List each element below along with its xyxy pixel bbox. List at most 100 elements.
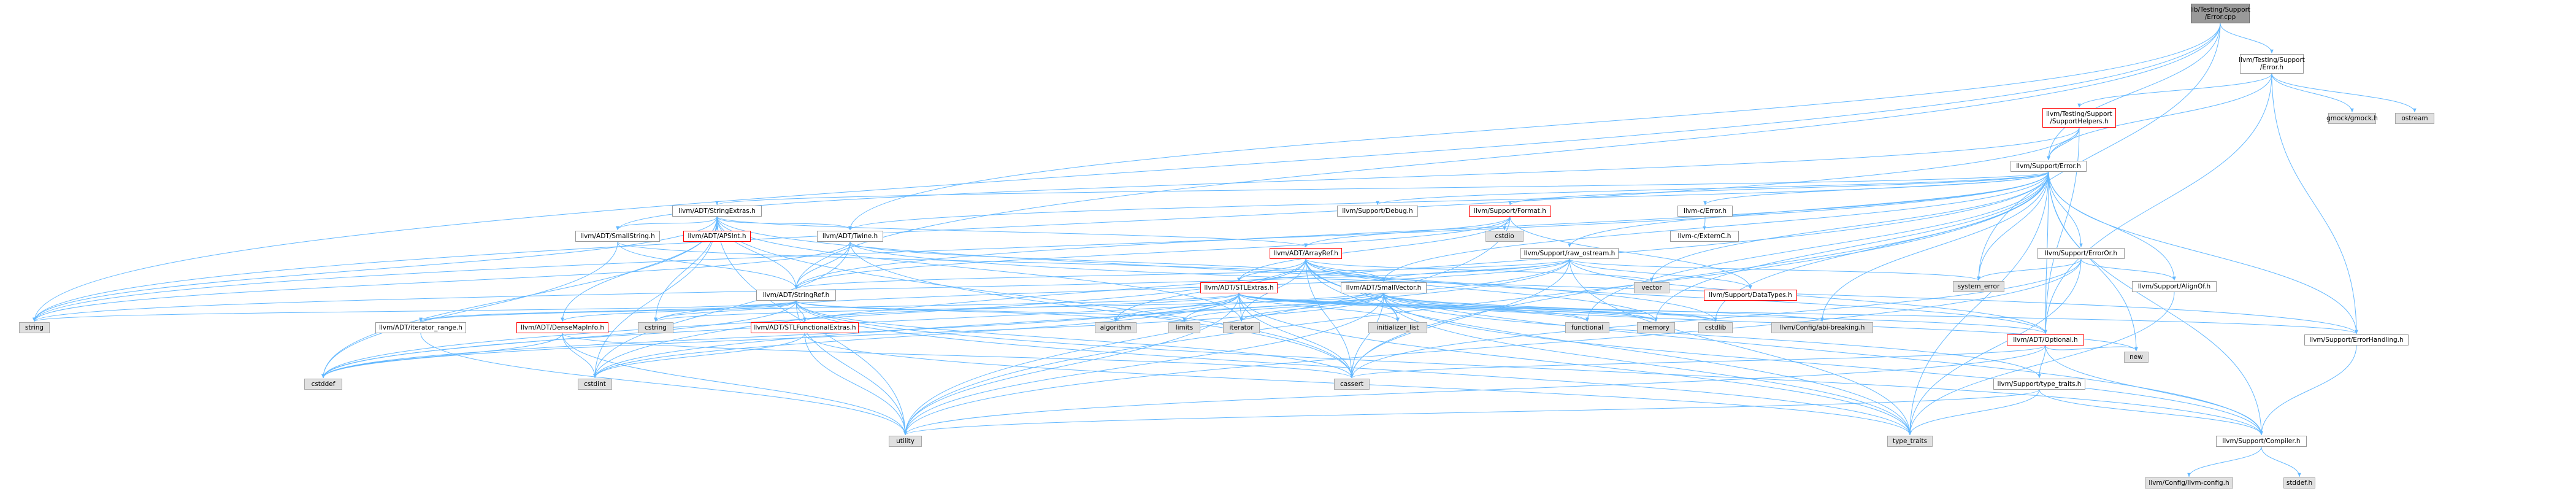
edge-twine-to-stringref <box>794 241 851 290</box>
edge-raw_ostream-to-smallvector <box>1382 258 1570 282</box>
edge-stringextras-to-twine <box>716 216 852 231</box>
node-utility: utility <box>889 436 922 447</box>
edge-support_error-to-memory <box>1654 171 2049 322</box>
edge-stringextras-to-stringref <box>716 216 798 290</box>
node-stringref[interactable]: llvm/ADT/StringRef.h <box>756 290 836 301</box>
edge-erroror-to-alignof <box>2080 258 2176 281</box>
edge-support_error-to-system_error <box>1977 171 2049 281</box>
edge-format-to-stlextras <box>1237 216 1511 282</box>
edge-stlextras-to-cstddef <box>321 293 1240 379</box>
node-twine[interactable]: llvm/ADT/Twine.h <box>817 231 883 242</box>
node-c-error[interactable]: llvm-c/Error.h <box>1677 206 1733 217</box>
node-iterator-range[interactable]: llvm/ADT/iterator_range.h <box>375 322 466 333</box>
edge-support_error-to-stringextras <box>715 171 2049 206</box>
node-type-traits: type_traits <box>1887 436 1933 447</box>
node-new: new <box>2124 352 2149 363</box>
node-datatypes[interactable]: llvm/Support/DataTypes.h <box>1704 290 1797 301</box>
node-alignof[interactable]: llvm/Support/AlignOf.h <box>2132 281 2217 292</box>
edge-stringref-to-compiler <box>795 300 2263 436</box>
edge-optional-to-compiler <box>2045 345 2263 436</box>
node-optional[interactable]: llvm/ADT/Optional.h <box>2007 334 2084 346</box>
edge-support_error-to-erroror <box>2048 171 2083 248</box>
node-testing-error[interactable]: llvm/Testing/Support /Error.h <box>2239 54 2305 74</box>
edge-support_error-to-errorhandling <box>2048 171 2358 334</box>
edge-raw_ostream-to-stringref <box>794 258 1570 290</box>
node-compiler[interactable]: llvm/Support/Compiler.h <box>2216 436 2307 447</box>
edge-smallvector-to-functional <box>1383 293 1589 322</box>
node-type-traits-h[interactable]: llvm/Support/type_traits.h <box>1993 379 2085 390</box>
node-support-error[interactable]: llvm/Support/Error.h <box>2011 161 2087 172</box>
edge-stlextras-to-type_traits <box>1238 293 1912 436</box>
node-smallstring[interactable]: llvm/ADT/SmallString.h <box>575 231 660 242</box>
edge-smallvector-to-type_traits_h <box>1383 293 2041 379</box>
edge-densemapinfo-to-cassert <box>562 333 1354 379</box>
edge-twine-to-cassert <box>849 241 1354 379</box>
node-stlextras[interactable]: llvm/ADT/STLExtras.h <box>1200 282 1278 293</box>
edge-stringextras-to-string <box>33 216 718 322</box>
edge-format-to-datatypes <box>1509 216 1752 290</box>
node-erroror[interactable]: llvm/Support/ErrorOr.h <box>2037 248 2125 259</box>
edge-stlextras-to-abi_breaking <box>1238 293 1824 322</box>
node-apsint[interactable]: llvm/ADT/APSInt.h <box>683 231 751 242</box>
edge-stringextras-to-arrayref <box>716 216 1308 248</box>
node-vector: vector <box>1634 282 1669 293</box>
node-densemapinfo[interactable]: llvm/ADT/DenseMapInfo.h <box>516 322 608 333</box>
edge-raw_ostream-to-datatypes <box>1569 258 1752 290</box>
edge-testing_error-to-optional <box>2044 73 2272 334</box>
edge-stlextras-to-utility <box>903 293 1240 436</box>
edge-support_error-to-format <box>1508 171 2049 206</box>
edge-optional-to-cassert <box>1350 345 2046 379</box>
edge-root-to-support_error <box>2047 23 2221 161</box>
edge-stringextras-to-cstdlib <box>716 216 1717 322</box>
edge-format-to-utility <box>903 216 1511 436</box>
edge-arrayref-to-stlextras <box>1237 258 1306 282</box>
node-debug[interactable]: llvm/Support/Debug.h <box>1337 206 1418 217</box>
node-memory: memory <box>1637 322 1675 333</box>
edge-alignof-to-type_traits <box>1908 292 2175 436</box>
node-stlfunctional[interactable]: llvm/ADT/STLFunctionalExtras.h <box>751 322 859 333</box>
edge-support_error-to-twine <box>848 171 2049 231</box>
node-arrayref[interactable]: llvm/ADT/ArrayRef.h <box>1270 248 1342 259</box>
edge-arrayref-to-optional <box>1305 258 2047 334</box>
edge-twine-to-cstdint <box>593 241 851 379</box>
edge-stlextras-to-cassert <box>1238 293 1354 379</box>
node-cassert: cassert <box>1334 379 1370 390</box>
edge-stlextras-to-iterator_range <box>419 293 1240 322</box>
edge-smallvector-to-new <box>1383 293 2138 352</box>
node-errorhandling[interactable]: llvm/Support/ErrorHandling.h <box>2304 334 2409 346</box>
node-abi-breaking: llvm/Config/abi-breaking.h <box>1771 322 1873 333</box>
edge-root-to-testing_error <box>2220 23 2274 54</box>
edge-raw_ostream-to-cstddef <box>321 258 1570 379</box>
edge-erroror-to-utility <box>903 258 2082 436</box>
edge-smallstring-to-smallvector <box>617 241 1386 282</box>
edge-compiler-to-stddef <box>2261 446 2301 477</box>
edge-smallvector-to-compiler <box>1383 293 2263 436</box>
edge-raw_ostream-to-cstdint <box>593 258 1570 379</box>
node-smallvector[interactable]: llvm/ADT/SmallVector.h <box>1341 282 1427 293</box>
edge-stringref-to-cstring <box>654 300 797 322</box>
node-stringextras[interactable]: llvm/ADT/StringExtras.h <box>672 206 762 217</box>
edge-support_helpers-to-string <box>33 127 2080 322</box>
edge-smallstring-to-stringref <box>617 241 798 290</box>
edge-c_error-to-externc <box>1703 216 1706 231</box>
edge-twine-to-errorhandling <box>849 241 2358 334</box>
node-support-helpers[interactable]: llvm/Testing/Support /SupportHelpers.h <box>2042 108 2116 128</box>
edge-arrayref-to-compiler <box>1305 258 2263 436</box>
edge-densemapinfo-to-cstdint <box>562 333 597 379</box>
node-format[interactable]: llvm/Support/Format.h <box>1469 206 1551 217</box>
node-algorithm: algorithm <box>1095 322 1137 333</box>
edge-stlfunctional-to-cstdint <box>593 333 805 379</box>
node-cstdint: cstdint <box>578 379 612 390</box>
edge-stringextras-to-smallstring <box>616 216 718 231</box>
edge-raw_ostream-to-optional <box>1569 258 2047 334</box>
edge-format-to-stringref <box>794 216 1511 290</box>
node-externc[interactable]: llvm-c/ExternC.h <box>1670 231 1739 242</box>
edge-type_traits_h-to-utility <box>903 389 2040 436</box>
edge-testing_error-to-support_error <box>2047 73 2272 161</box>
edge-stlextras-to-initializer_list <box>1238 293 1400 322</box>
edge-support_error-to-vector <box>1650 171 2049 282</box>
edge-compiler-to-llvm_config <box>2187 446 2262 477</box>
node-raw-ostream[interactable]: llvm/Support/raw_ostream.h <box>1520 248 1619 259</box>
node-llvm-config: llvm/Config/llvm-config.h <box>2145 477 2233 488</box>
